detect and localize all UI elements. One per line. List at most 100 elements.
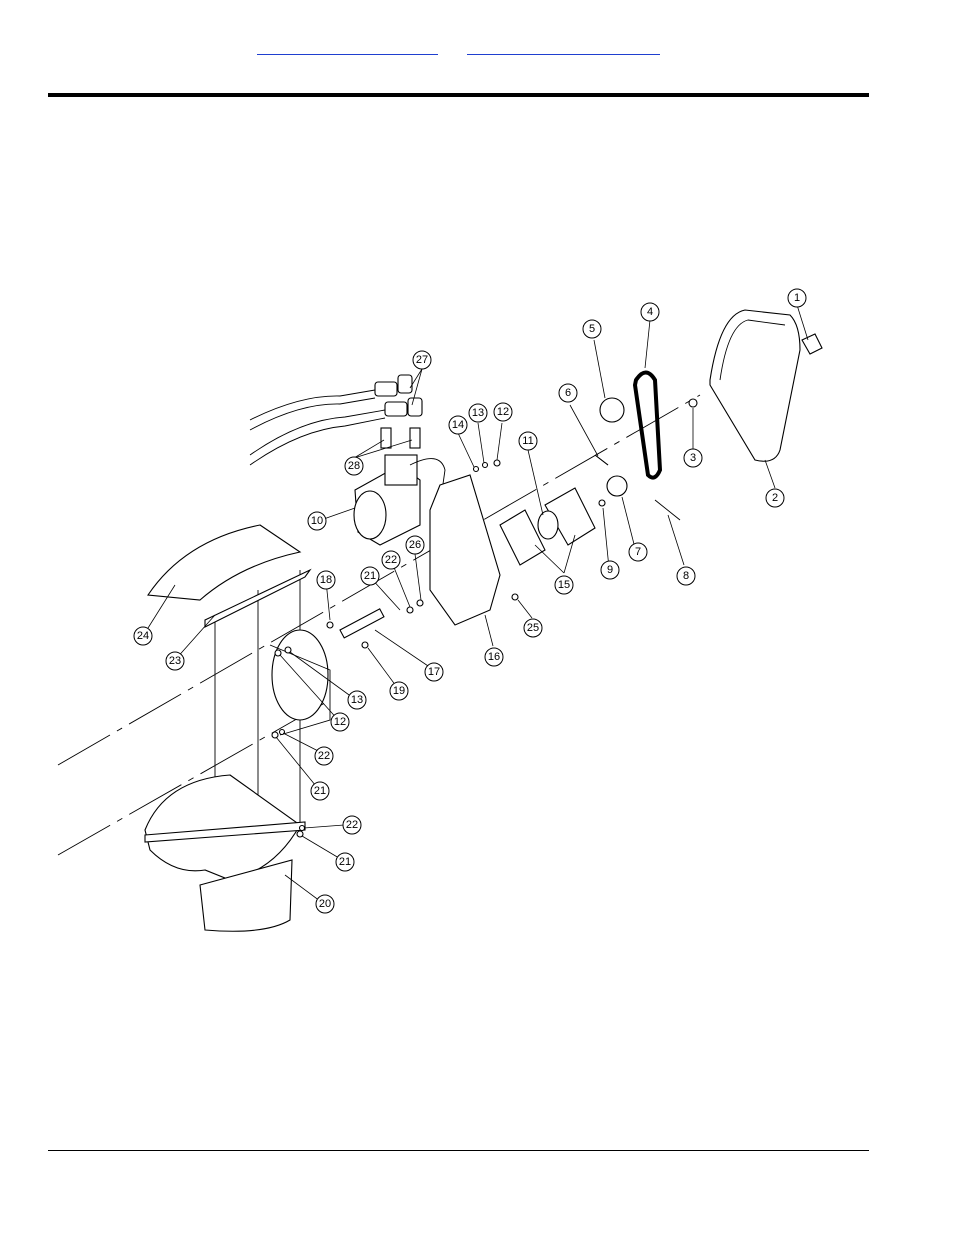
nut-21-lower	[296, 830, 304, 838]
svg-text:19: 19	[393, 685, 405, 697]
svg-text:28: 28	[348, 460, 360, 472]
hardware-26	[416, 599, 424, 607]
svg-text:13: 13	[351, 694, 363, 706]
callout-7: 7	[628, 542, 648, 562]
svg-text:13: 13	[472, 407, 484, 419]
hose-fitting-upper	[374, 381, 398, 397]
svg-text:22: 22	[385, 554, 397, 566]
hydraulic-hose-lower-2	[249, 417, 386, 466]
bolt-12-upper	[493, 459, 501, 467]
bolt-19	[361, 641, 369, 649]
sprocket-lower	[606, 475, 628, 497]
hydraulic-hose-upper	[249, 389, 376, 421]
svg-text:2: 2	[772, 492, 778, 504]
header-link-2[interactable]	[467, 40, 660, 55]
callout-13-upper: 13	[468, 403, 488, 423]
callout-22-lower: 22	[342, 815, 362, 835]
svg-text:1: 1	[794, 292, 800, 304]
shaft-6	[594, 454, 609, 466]
svg-text:9: 9	[607, 564, 613, 576]
callout-21-mid: 21	[310, 781, 330, 801]
svg-text:21: 21	[339, 856, 351, 868]
svg-text:20: 20	[319, 898, 331, 910]
callout-20: 20	[315, 894, 335, 914]
chain-shield-inner	[719, 319, 786, 381]
svg-text:27: 27	[416, 354, 428, 366]
callout-27: 27	[412, 350, 432, 370]
hydraulic-motor-face	[353, 490, 387, 540]
callout-19: 19	[389, 681, 409, 701]
svg-text:10: 10	[311, 515, 323, 527]
callout-10: 10	[307, 511, 327, 531]
shield-nut	[688, 398, 698, 408]
sprocket-upper	[599, 397, 625, 423]
tube-cover-upper	[147, 524, 302, 601]
mount-plate	[429, 474, 501, 626]
auger-centerline-upper	[57, 394, 701, 766]
washer-13-lower	[284, 646, 292, 654]
drive-chain	[632, 370, 663, 480]
callout-9: 9	[600, 560, 620, 580]
header-rule	[48, 93, 869, 97]
bolt-12-lower	[274, 649, 282, 657]
callout-12-lower: 12	[330, 712, 350, 732]
svg-text:8: 8	[683, 570, 689, 582]
motor-housing	[409, 458, 446, 506]
svg-text:18: 18	[320, 574, 332, 586]
svg-text:22: 22	[346, 819, 358, 831]
svg-text:14: 14	[452, 419, 464, 431]
svg-text:21: 21	[364, 570, 376, 582]
svg-text:12: 12	[497, 406, 509, 418]
svg-text:6: 6	[565, 387, 571, 399]
svg-text:3: 3	[690, 452, 696, 464]
bolt-25	[511, 593, 519, 601]
callout-6: 6	[558, 383, 578, 403]
svg-text:5: 5	[589, 323, 595, 335]
svg-text:26: 26	[409, 539, 421, 551]
adapter-fitting-left	[380, 427, 392, 449]
svg-text:11: 11	[522, 435, 533, 447]
svg-text:16: 16	[488, 651, 500, 663]
svg-text:22: 22	[318, 750, 330, 762]
wing-knob	[801, 333, 823, 355]
header-link-1[interactable]	[257, 40, 438, 55]
svg-text:7: 7	[635, 546, 641, 558]
nut-21-mid	[271, 731, 279, 739]
callout-8: 8	[676, 566, 696, 586]
callout-15: 15	[554, 575, 574, 595]
upper-strap	[204, 568, 312, 628]
bearing-insert	[537, 510, 559, 540]
callout-14: 14	[448, 415, 468, 435]
svg-text:24: 24	[137, 630, 149, 642]
hardware-14	[472, 465, 480, 473]
spout-outlet	[199, 859, 293, 932]
tube-body	[269, 644, 331, 736]
hardware-22-upper	[406, 606, 414, 614]
svg-text:15: 15	[558, 579, 570, 591]
callout-16: 16	[484, 647, 504, 667]
callout-23: 23	[165, 651, 185, 671]
svg-text:17: 17	[428, 666, 440, 678]
callout-11: 11	[518, 431, 538, 451]
bearing-flange-rear	[544, 487, 596, 546]
callout-1: 1	[787, 288, 807, 308]
callout-5: 5	[582, 319, 602, 339]
chain-shield	[709, 309, 801, 462]
callout-26: 26	[405, 535, 425, 555]
washer-13-upper	[481, 461, 489, 469]
hydraulic-hose-upper-2	[249, 397, 376, 431]
lower-strap	[144, 821, 306, 843]
callout-13-lower: 13	[347, 690, 367, 710]
callout-24: 24	[133, 626, 153, 646]
elbow-fitting-lower	[407, 397, 423, 417]
callout-4: 4	[640, 302, 660, 322]
callout-2: 2	[765, 488, 785, 508]
callout-21-lower: 21	[335, 852, 355, 872]
exploded-parts-diagram: 1 2 3 4 5 6 7 8 9 10 11 12 13 14 15 16 1…	[57, 288, 823, 932]
svg-text:23: 23	[169, 655, 181, 667]
callout-12-upper: 12	[493, 402, 513, 422]
auger-centerline-lower	[57, 699, 331, 856]
callout-25: 25	[523, 618, 543, 638]
svg-text:12: 12	[334, 716, 346, 728]
svg-text:4: 4	[647, 306, 653, 318]
